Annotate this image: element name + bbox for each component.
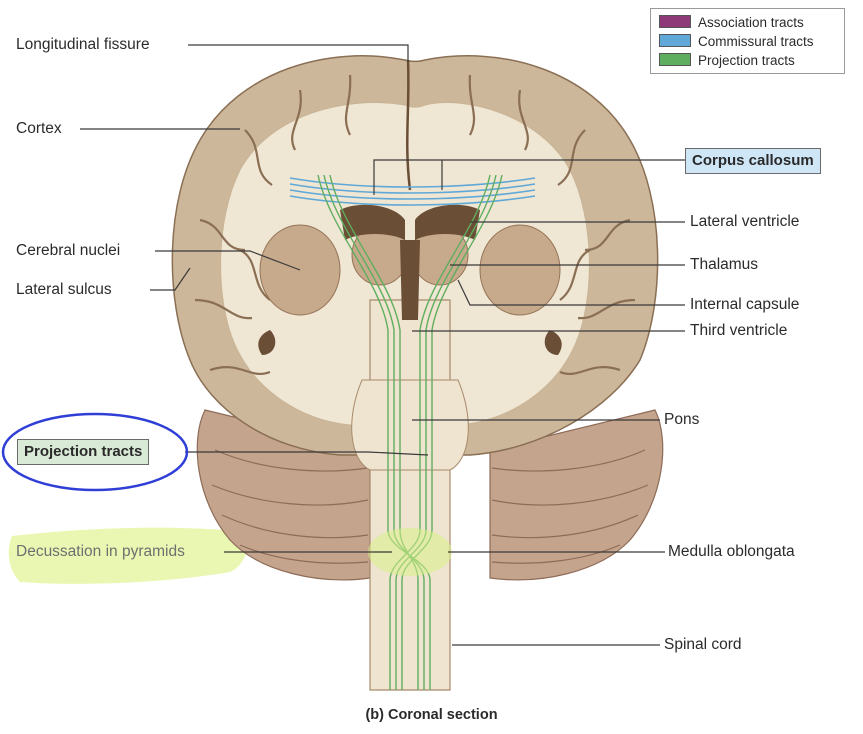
label-longitudinal-fissure: Longitudinal fissure — [16, 36, 150, 53]
legend-item-projection: Projection tracts — [659, 53, 795, 69]
decussation-highlight — [368, 528, 452, 576]
figure-caption: (b) Coronal section — [365, 707, 498, 723]
legend-swatch-association — [659, 15, 691, 28]
legend-swatch-projection — [659, 53, 691, 66]
label-lateral-sulcus: Lateral sulcus — [16, 281, 112, 298]
highlighter-mark — [8, 527, 249, 584]
label-lateral-ventricle: Lateral ventricle — [690, 213, 800, 230]
brainstem — [369, 299, 451, 691]
legend-swatch-commissural — [659, 34, 691, 47]
legend-label-association: Association tracts — [698, 15, 804, 30]
label-thalamus: Thalamus — [690, 256, 759, 273]
label-projection-tracts: Projection tracts — [17, 439, 150, 465]
label-cortex: Cortex — [16, 120, 62, 137]
commissural-tracts — [289, 177, 536, 206]
label-decussation: Decussation in pyramids — [16, 543, 185, 560]
label-internal-capsule: Internal capsule — [690, 296, 800, 313]
leader-lines — [80, 44, 685, 646]
label-pons: Pons — [664, 411, 700, 428]
label-corpus-callosum: Corpus callosum — [685, 148, 821, 174]
pons-bulge — [351, 379, 469, 471]
legend-item-association: Association tracts — [659, 15, 804, 31]
longitudinal-fissure-line — [406, 59, 412, 191]
legend-item-commissural: Commissural tracts — [659, 34, 814, 50]
legend-label-projection: Projection tracts — [698, 53, 795, 68]
label-third-ventricle: Third ventricle — [690, 322, 788, 339]
legend: Association tracts Commissural tracts Pr… — [650, 8, 845, 74]
legend-label-commissural: Commissural tracts — [698, 34, 814, 49]
annotation-circle — [1, 412, 189, 492]
ventricles — [258, 204, 562, 355]
label-cerebral-nuclei: Cerebral nuclei — [16, 242, 121, 259]
label-medulla-oblongata: Medulla oblongata — [668, 543, 795, 560]
label-spinal-cord: Spinal cord — [664, 636, 742, 653]
